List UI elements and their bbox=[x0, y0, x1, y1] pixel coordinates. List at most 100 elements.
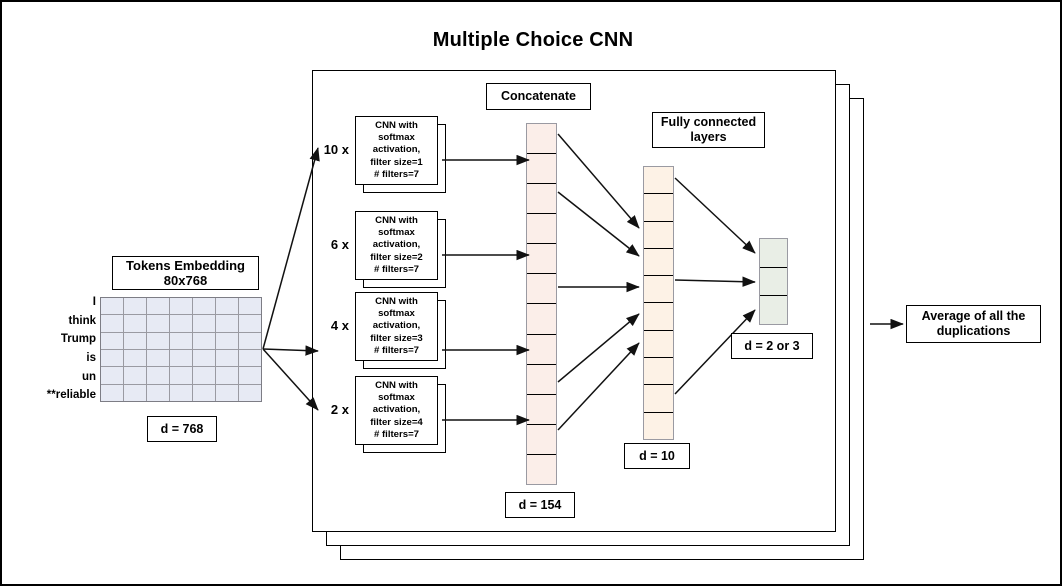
cnn-block-text: CNN with bbox=[375, 215, 418, 227]
cnn-block-text: CNN with bbox=[375, 296, 418, 308]
embedding-cell bbox=[239, 298, 261, 315]
embedding-cell bbox=[193, 367, 215, 384]
cnn-block-text: filter size=1 bbox=[370, 156, 423, 168]
cnn-block-text: activation, bbox=[372, 320, 421, 332]
embedding-cell bbox=[101, 298, 123, 315]
embedding-cell bbox=[170, 332, 192, 349]
embedding-cell bbox=[124, 298, 146, 315]
embedding-cell bbox=[124, 332, 146, 349]
embedding-cell bbox=[101, 350, 123, 367]
concatenate-cell bbox=[527, 425, 556, 455]
tokens-embedding-title-line1: Tokens Embedding bbox=[126, 257, 245, 273]
embedding-cell bbox=[101, 315, 123, 332]
embedding-cell bbox=[170, 367, 192, 384]
embedding-cell bbox=[239, 350, 261, 367]
embedding-cell bbox=[147, 367, 169, 384]
concatenate-vector bbox=[526, 123, 557, 485]
token-list: I think Trump is un **reliable bbox=[32, 296, 96, 402]
tokens-embedding-title: Tokens Embedding 80x768 bbox=[112, 256, 259, 290]
token-item: Trump bbox=[60, 333, 96, 346]
cnn-block-text: # filters=7 bbox=[373, 168, 420, 180]
output-cell bbox=[760, 239, 787, 268]
embedding-cell bbox=[124, 350, 146, 367]
token-item: think bbox=[68, 314, 96, 327]
cnn-block-text: filter size=2 bbox=[370, 251, 423, 263]
embedding-cell bbox=[147, 350, 169, 367]
cnn-block-text: activation, bbox=[372, 404, 421, 416]
embedding-cell bbox=[216, 384, 238, 401]
concatenate-cell bbox=[527, 274, 556, 305]
cnn-block-text: # filters=7 bbox=[373, 344, 420, 356]
embedding-cell bbox=[170, 350, 192, 367]
cnn-block-multiplier: 2 x bbox=[330, 401, 349, 417]
embedding-cell bbox=[239, 367, 261, 384]
output-vector bbox=[759, 238, 788, 325]
fully-connected-cell bbox=[644, 194, 673, 222]
embedding-dim-label: d = 768 bbox=[147, 416, 217, 442]
fully-connected-cell bbox=[644, 167, 673, 195]
fully-connected-cell bbox=[644, 413, 673, 439]
output-cell bbox=[760, 296, 787, 324]
embedding-cell bbox=[193, 384, 215, 401]
embedding-cell bbox=[147, 384, 169, 401]
cnn-block-text: softmax bbox=[378, 227, 415, 239]
embedding-cell bbox=[216, 298, 238, 315]
embedding-cell bbox=[170, 315, 192, 332]
embedding-cell bbox=[193, 298, 215, 315]
concatenate-cell bbox=[527, 184, 556, 215]
fully-connected-title-line1: Fully connected bbox=[660, 115, 757, 130]
embedding-cell bbox=[193, 332, 215, 349]
cnn-block-text: # filters=7 bbox=[373, 263, 420, 275]
concatenate-cell bbox=[527, 365, 556, 395]
embedding-cell bbox=[216, 350, 238, 367]
fully-connected-cell bbox=[644, 385, 673, 413]
cnn-block-text: CNN with bbox=[375, 120, 418, 132]
embedding-cell bbox=[124, 384, 146, 401]
embedding-cell bbox=[239, 315, 261, 332]
token-item: **reliable bbox=[46, 389, 96, 402]
concatenate-cell bbox=[527, 124, 556, 155]
fully-connected-cell bbox=[644, 303, 673, 331]
page-title: Multiple Choice CNN bbox=[432, 29, 634, 51]
output-dim-label: d = 2 or 3 bbox=[731, 333, 813, 359]
embedding-cell bbox=[147, 332, 169, 349]
embedding-cell bbox=[216, 332, 238, 349]
embedding-cell bbox=[170, 298, 192, 315]
concatenate-cell bbox=[527, 244, 556, 275]
cnn-block-text: CNN with bbox=[375, 380, 418, 392]
embedding-cell bbox=[124, 367, 146, 384]
embedding-cell bbox=[124, 315, 146, 332]
embedding-matrix-grid bbox=[100, 297, 262, 402]
fully-connected-cell bbox=[644, 331, 673, 359]
embedding-cell bbox=[101, 384, 123, 401]
cnn-block-multiplier: 4 x bbox=[330, 317, 349, 333]
token-item: I bbox=[92, 296, 96, 308]
cnn-block-text: softmax bbox=[378, 308, 415, 320]
cnn-block-text: softmax bbox=[378, 392, 415, 404]
fully-connected-cell bbox=[644, 276, 673, 304]
concatenate-title: Concatenate bbox=[486, 83, 591, 110]
average-box-line2: duplications bbox=[936, 324, 1011, 338]
fully-connected-dim-label: d = 10 bbox=[624, 443, 690, 469]
average-box: Average of all the duplications bbox=[906, 305, 1041, 343]
concatenate-cell bbox=[527, 304, 556, 335]
embedding-cell bbox=[147, 298, 169, 315]
fully-connected-cell bbox=[644, 358, 673, 386]
embedding-cell bbox=[170, 384, 192, 401]
fully-connected-cell bbox=[644, 249, 673, 277]
tokens-embedding-title-line2: 80x768 bbox=[163, 273, 208, 288]
concatenate-cell bbox=[527, 154, 556, 185]
fully-connected-cell bbox=[644, 222, 673, 249]
concatenate-cell bbox=[527, 214, 556, 245]
cnn-block-text: activation, bbox=[372, 144, 421, 156]
embedding-cell bbox=[216, 367, 238, 384]
embedding-cell bbox=[101, 332, 123, 349]
concatenate-dim-label: d = 154 bbox=[505, 492, 575, 518]
embedding-cell bbox=[193, 315, 215, 332]
concatenate-cell bbox=[527, 395, 556, 425]
cnn-block-text: filter size=3 bbox=[370, 332, 423, 344]
